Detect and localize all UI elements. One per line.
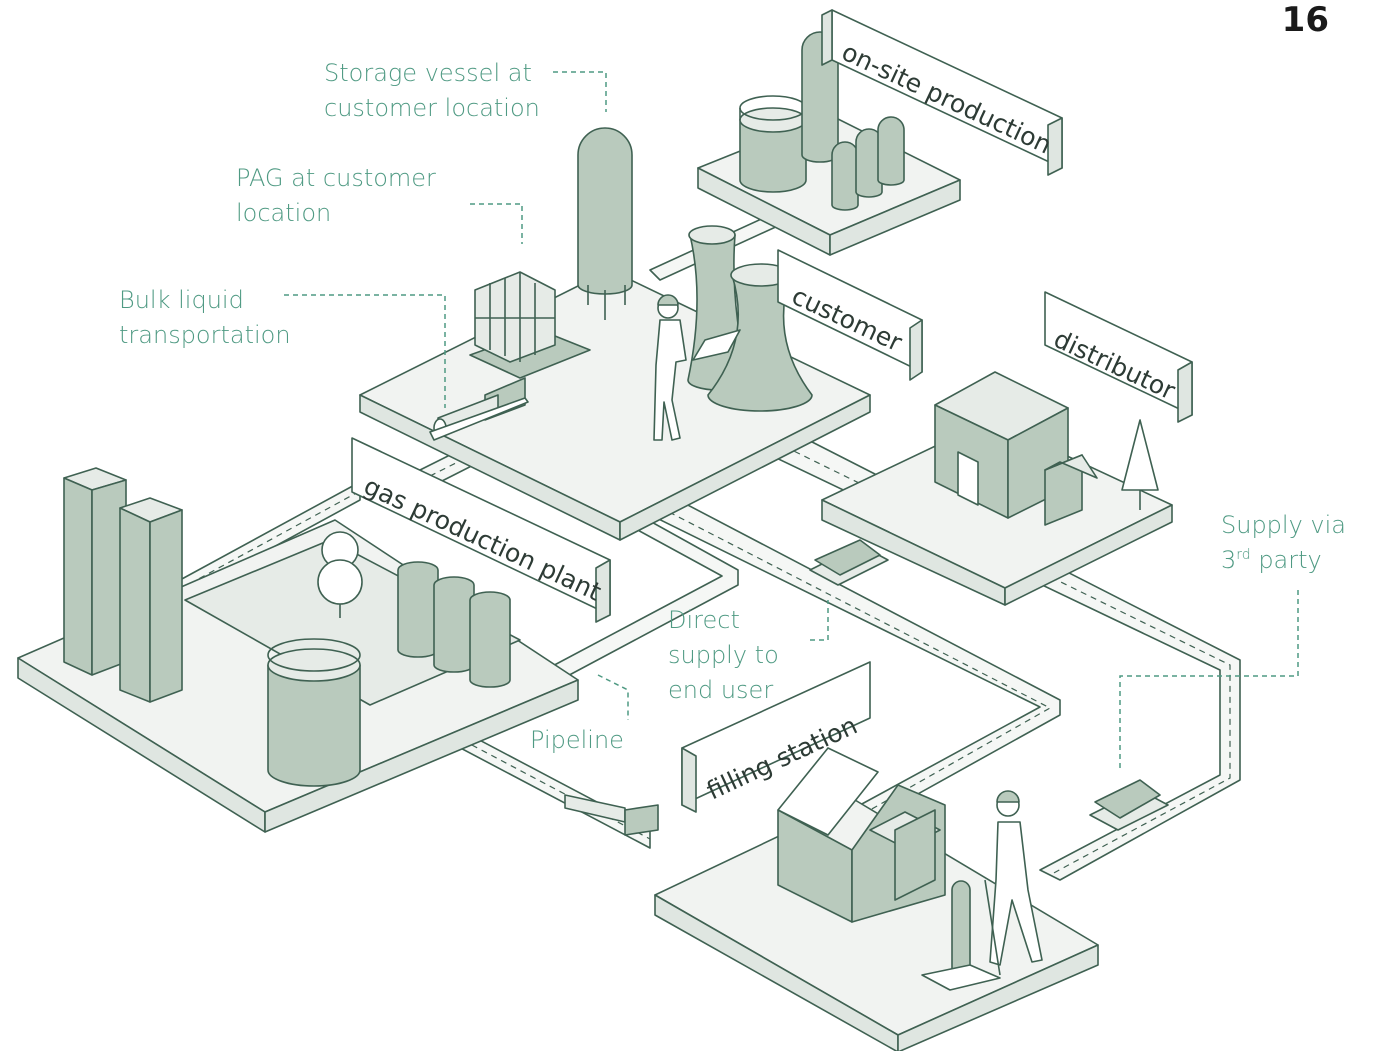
label-direct-supply: Direct supply to end user [668,606,779,704]
sign-distributor: distributor [1044,291,1193,423]
tube-trailer [564,794,659,836]
worker-customer [653,294,741,441]
bulk-liquid-trailer [429,377,529,441]
onsite-tanks [739,31,905,211]
label-supply-3rd-party: Supply via 3rd party [1221,511,1346,574]
filling-station-building [777,747,946,923]
label-pipeline: Pipeline [530,726,624,754]
label-storage-vessel: Storage vessel at customer location [324,59,540,122]
page-number: 16 [1281,0,1329,40]
cylinder-cart-3rdparty [1089,779,1169,831]
distributor-building [934,371,1159,526]
cylinder-cart-direct [809,539,889,586]
worker-filling [921,790,1043,991]
label-pag: PAG at customer location [236,164,436,227]
leader-lines [284,71,1299,770]
cooling-towers [687,225,813,412]
label-bulk-liquid: Bulk liquid transportation [119,286,291,349]
gas-plant-equipment [63,467,511,787]
storage-vessel [577,127,633,320]
pag-bundle [469,271,591,379]
